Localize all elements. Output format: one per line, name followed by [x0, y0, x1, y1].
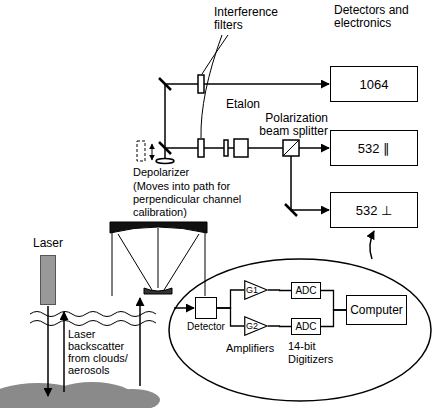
annotation-label: Depolarizer [133, 166, 223, 179]
amplifier-triangle: G1 [244, 280, 268, 300]
annotation-label: Detectors and electronics [334, 4, 426, 30]
signal-wire [321, 310, 346, 327]
laser-beam [47, 306, 49, 396]
box-label: 532 ∥ [358, 141, 390, 156]
backscatter-arrow [63, 312, 65, 392]
detector: Detector [180, 297, 232, 333]
telescope [110, 222, 207, 296]
annotation-label: Interference filters [214, 6, 294, 32]
laser: Laser [16, 236, 80, 305]
laser-body [40, 255, 56, 305]
backscatter-arrow [139, 298, 141, 386]
mirror [285, 204, 297, 216]
detector-box: 532 ⊥ [330, 192, 418, 228]
triangle-outline [245, 281, 268, 300]
laser-label: Laser [16, 236, 80, 251]
detector-label: Detector [180, 320, 232, 333]
annotation-label: Polarization beam splitter [236, 112, 328, 138]
box-label: 532 ⊥ [356, 203, 392, 218]
beam-splitter-cube [283, 140, 299, 156]
box-label: Computer [350, 303, 403, 317]
triangle-outline [245, 317, 268, 336]
detector-box [195, 297, 217, 319]
beam [165, 83, 329, 85]
signal-wire [268, 325, 291, 327]
inset-ellipse [169, 259, 431, 401]
detector-box: ADC [291, 282, 321, 299]
signal-wire [268, 289, 291, 291]
detector-box: ADC [291, 318, 321, 335]
beam [291, 156, 329, 210]
break-line [30, 321, 156, 326]
box-label: ADC [295, 321, 316, 332]
filter [198, 75, 204, 93]
cloud [0, 382, 160, 408]
break-line [30, 312, 156, 317]
annotation-label: Laser backscatter from clouds/ aerosols [68, 328, 138, 376]
etalon [234, 139, 248, 157]
annotation-label: Amplifiers [226, 342, 286, 355]
gain-label: G2 [246, 320, 258, 332]
leader-line [201, 35, 222, 138]
gain-label: G1 [246, 284, 258, 296]
detector-box: 532 ∥ [330, 130, 418, 166]
callout-arrow [370, 231, 374, 259]
annotation-label: (Moves into path for perpendicular chann… [133, 180, 285, 219]
input-arrow [174, 307, 194, 309]
etalon [224, 140, 228, 156]
amplifier-triangle: G2 [244, 316, 268, 336]
move-arrow [152, 144, 153, 160]
signal-wire [321, 291, 346, 311]
signal-wire [217, 290, 244, 308]
detector-box: 1064 [330, 66, 418, 102]
beam-splitter-cube [283, 140, 299, 156]
mirror [159, 78, 171, 90]
box-label: 1064 [360, 77, 389, 92]
detector-box: Computer [346, 295, 407, 325]
depolarizer [137, 141, 145, 161]
lens [156, 159, 174, 164]
annotation-label: 14-bit Digitizers [288, 340, 346, 366]
annotation-label: Etalon [226, 98, 276, 111]
mirror [159, 142, 171, 154]
filter [198, 139, 204, 157]
box-label: ADC [295, 285, 316, 296]
